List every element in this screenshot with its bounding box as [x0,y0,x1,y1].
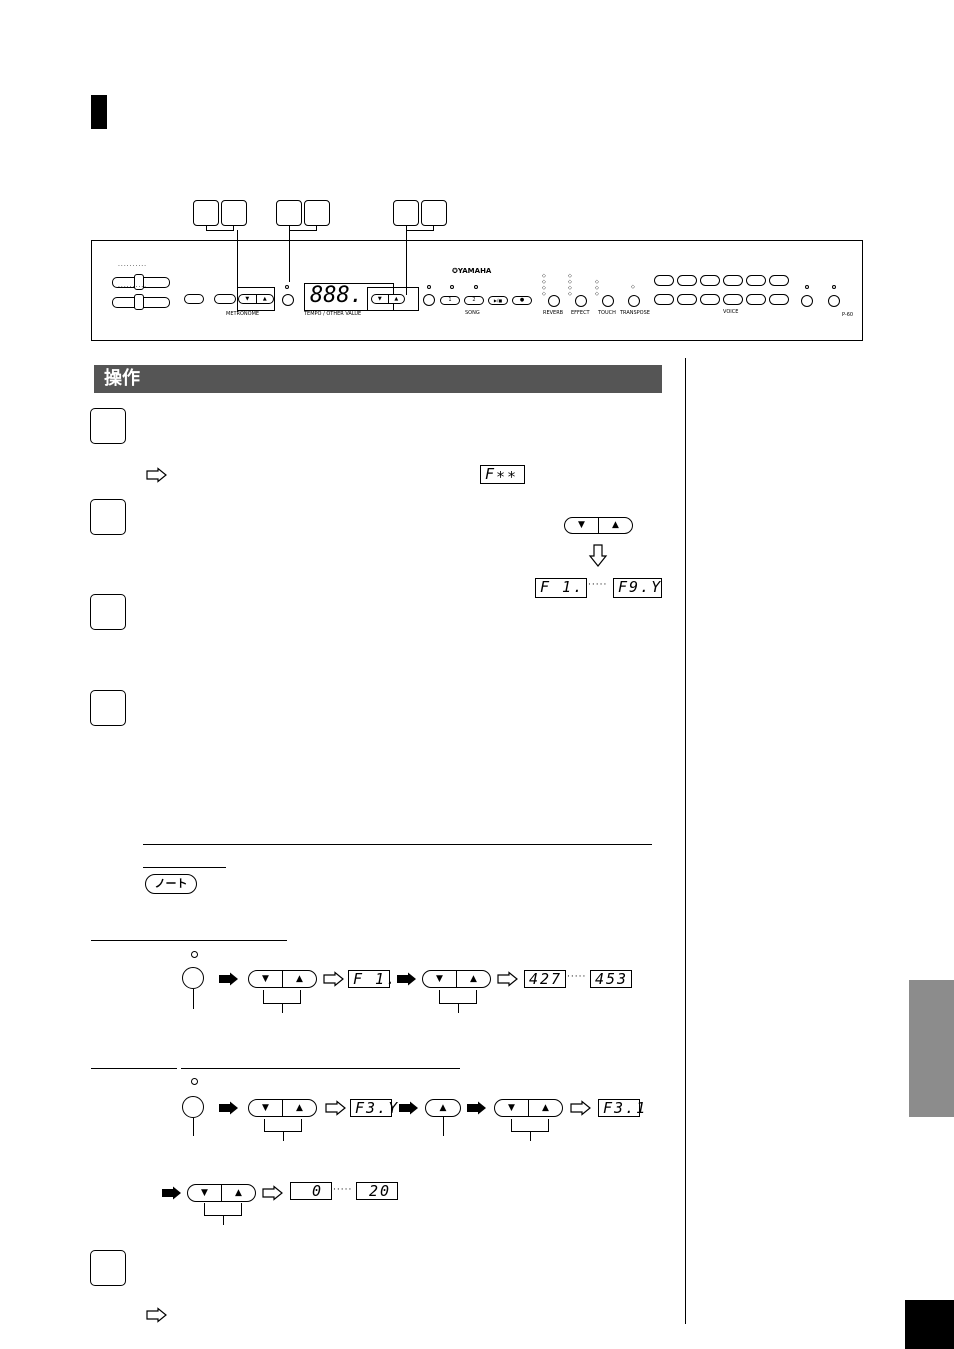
voice-button[interactable] [746,275,766,286]
metronome-up-down[interactable]: ▼▲ [238,294,274,304]
callout-leader [206,230,234,231]
control-panel: ·········· ·········· ▼▲ METRONOME 888. … [91,240,863,341]
voice-button[interactable] [677,275,697,286]
callout-box [276,200,302,226]
divider [91,940,287,941]
divider [91,1068,177,1069]
up-down-button[interactable]: ▼▲ [248,1099,317,1117]
voice-button[interactable] [654,294,674,305]
lcd-display-from: 427 [524,970,566,988]
result-arrow-icon [262,1185,283,1201]
voice-button[interactable] [677,294,697,305]
up-down-button[interactable]: ▼▲ [494,1099,563,1117]
step-5-box [90,1250,126,1286]
variation-button[interactable] [801,295,813,307]
result-arrow-icon [325,1100,346,1116]
song-button-2[interactable]: 2 [464,296,484,305]
lcd-display: F3.Y [350,1099,397,1117]
lcd-display: F 1. [348,970,395,988]
lcd-display-to: F9.Y [613,578,662,598]
reverb-label: REVERB [543,310,564,316]
result-arrow-icon [146,1307,167,1323]
result-arrow-icon [146,467,167,483]
voice-button[interactable] [769,294,789,305]
callout-leader [406,230,434,231]
lcd-display-from: F 1. [535,578,587,598]
callout-box [304,200,330,226]
next-arrow-icon [219,972,238,986]
lcd-display: F3.1 [598,1099,645,1117]
song-button-1[interactable]: 1 [440,296,460,305]
split-button[interactable] [828,295,840,307]
voice-button[interactable] [700,294,720,305]
down-arrow-icon [588,544,608,567]
voice-button[interactable] [654,275,674,286]
transpose-button[interactable] [628,295,640,307]
next-arrow-icon [399,1101,418,1115]
next-arrow-icon [219,1101,238,1115]
function-button[interactable] [182,967,204,989]
song-label: SONG [465,310,480,316]
tempo-up-down[interactable]: ▼▲ [371,294,405,304]
up-button[interactable]: ▲ [425,1099,461,1117]
demo-button[interactable] [184,294,204,304]
voice-button[interactable] [746,294,766,305]
touch-label: TOUCH [598,310,616,316]
lcd-display: F∗∗ [480,465,525,484]
play-stop-button[interactable]: ▶/■ [488,296,508,305]
effect-button[interactable] [575,295,587,307]
tempo-up-down-button[interactable]: ▼▲ [564,517,633,534]
section-heading: 操作 [104,368,140,389]
result-arrow-icon [323,971,344,987]
effect-label: EFFECT [571,310,590,316]
record-button[interactable]: ● [512,296,532,305]
metronome-button[interactable] [214,294,236,304]
up-down-button[interactable]: ▼▲ [422,970,491,988]
next-arrow-icon [467,1101,486,1115]
function-button[interactable] [182,1096,204,1118]
voice-button[interactable] [769,275,789,286]
start-stop-button[interactable] [282,294,294,306]
next-arrow-icon [162,1186,181,1200]
divider [143,867,226,868]
result-arrow-icon [570,1100,591,1116]
voice-button[interactable] [723,275,743,286]
callout-box [421,200,447,226]
up-down-button[interactable]: ▼▲ [187,1184,256,1202]
lcd-display-from: 0 [290,1182,332,1200]
transpose-label: TRANSPOSE [620,310,650,316]
callout-box [221,200,247,226]
callout-box [193,200,219,226]
section-marker [91,95,107,129]
song-select-button[interactable] [423,294,435,306]
voice-button[interactable] [700,275,720,286]
voice-label: VOICE [723,309,739,315]
step-4-box [90,690,126,726]
divider [181,1068,460,1069]
voice-button[interactable] [723,294,743,305]
callout-box [393,200,419,226]
divider [143,844,652,845]
reverb-button[interactable] [548,295,560,307]
step-2-box [90,499,126,535]
model-label: P-60 [842,312,854,318]
step-3-box [90,594,126,630]
callout-leader [289,230,317,231]
step-1-box [90,408,126,444]
column-divider [685,358,686,1324]
note-badge: ノート [145,874,197,894]
touch-button[interactable] [602,295,614,307]
next-arrow-icon [397,972,416,986]
lcd-display-to: 20 [356,1182,398,1200]
metronome-label: METRONOME [226,311,260,317]
lcd-display-to: 453 [590,970,632,988]
result-arrow-icon [497,971,518,987]
section-heading-bar [94,365,662,393]
brand-logo: ✪YAMAHA [452,267,492,275]
side-tab [909,980,954,1117]
tempo-label: TEMPO / OTHER VALUE [304,311,362,317]
up-down-button[interactable]: ▼▲ [248,970,317,988]
page-number-block [905,1300,954,1349]
